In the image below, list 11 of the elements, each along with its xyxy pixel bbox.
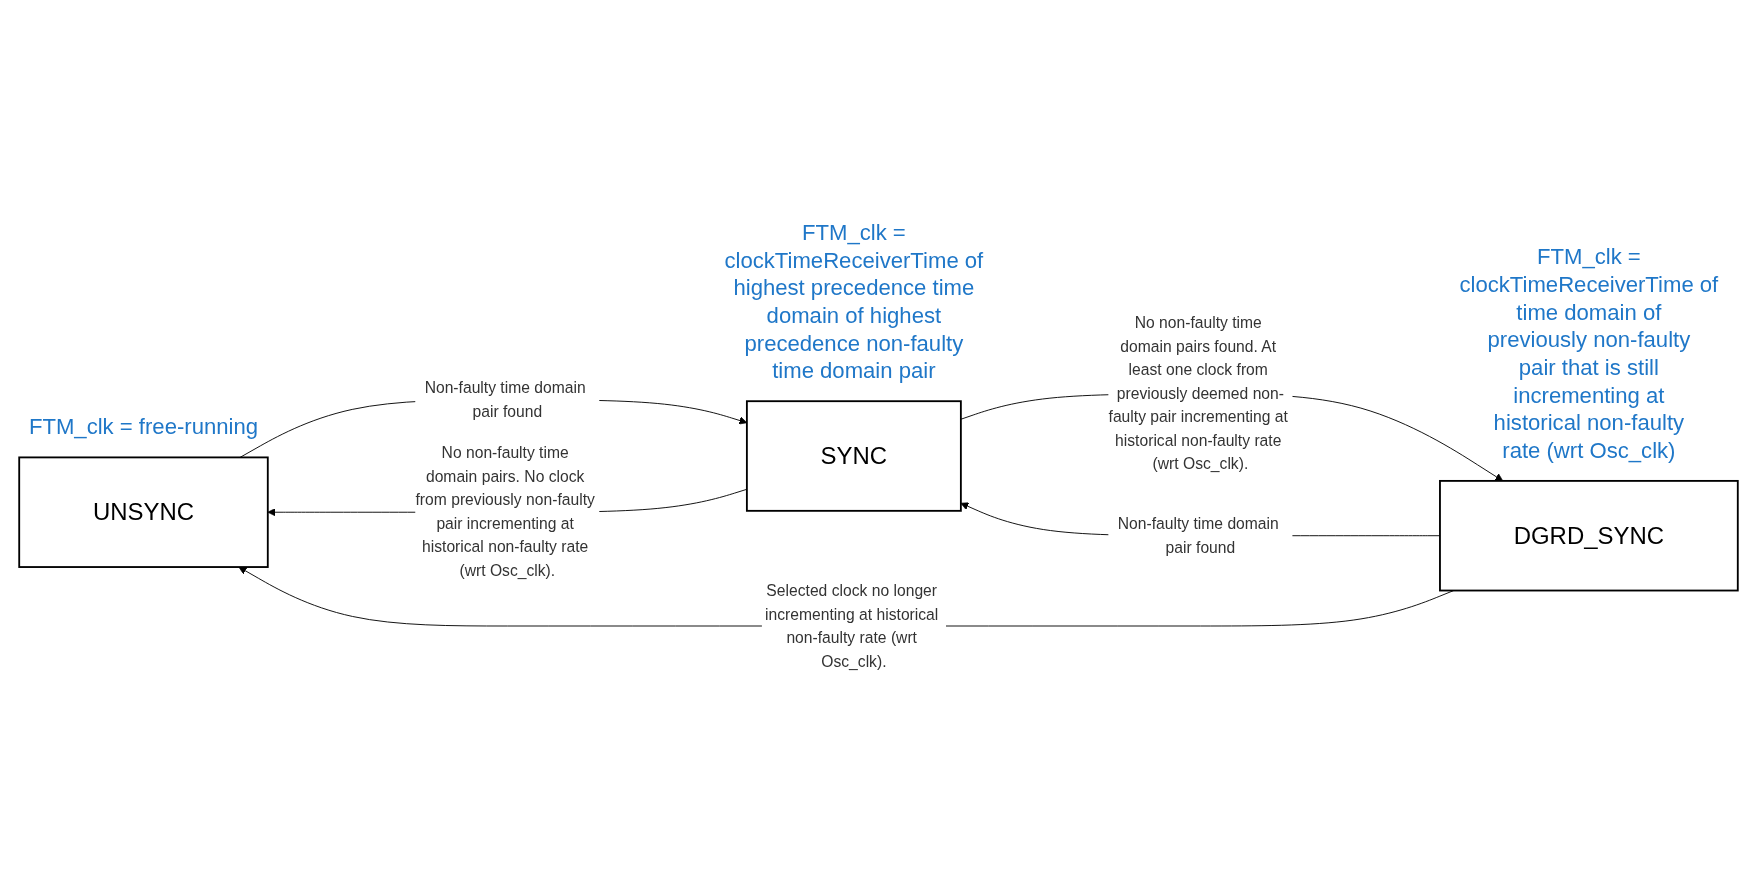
node-box: DGRD_SYNC <box>1439 479 1739 592</box>
state-output-note: FTM_clk = clockTimeReceiverTime of highest precedence time domain of highest precedence non-faulty time domain pair <box>724 219 984 384</box>
edge-label: Non-faulty time domain pair found <box>424 379 586 421</box>
edge-label: Selected clock no longer incrementing at historical non-faulty rate (wrt Osc_clk). <box>765 581 939 670</box>
state-output-note: FTM_clk = free-running <box>28 414 259 440</box>
node-box: SYNC <box>745 400 962 512</box>
node-box: UNSYNC <box>18 456 269 568</box>
edge-label: No non-faulty time domain pairs found. At least one clock from previously deemed non-faulty pair incrementing at historical non-faulty rate (wrt Osc_clk). <box>1108 314 1288 473</box>
edge-label: Non-faulty time domain pair found <box>1117 514 1279 556</box>
state-output-note: FTM_clk = clockTimeReceiverTime of time domain of previously non-faulty pair that is still incrementing at historical non-faulty rate (wrt Osc_clk) <box>1459 244 1719 463</box>
edge-label: No non-faulty time domain pairs. No clock from previously non-faulty pair incrementing at historical non-faulty rate (wrt Osc_clk). <box>415 444 595 580</box>
